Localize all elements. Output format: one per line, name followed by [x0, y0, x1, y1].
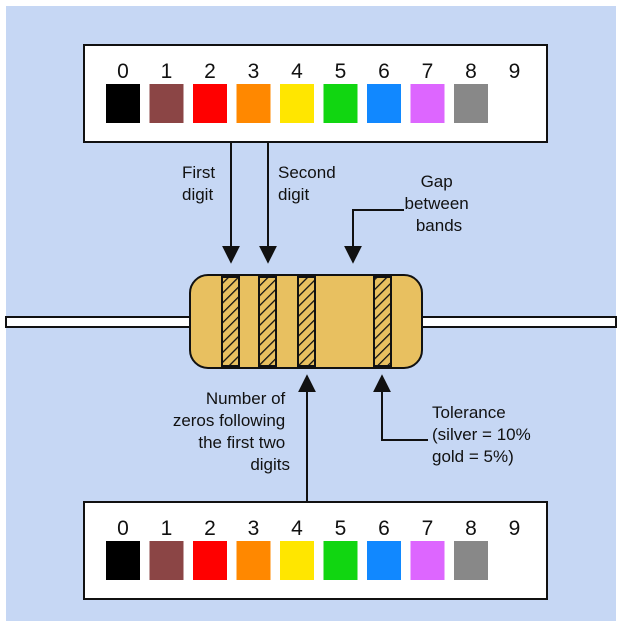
legend-digit-6: 6: [378, 517, 390, 540]
legend-digit-4: 4: [291, 60, 303, 83]
legend-digit-1: 1: [161, 60, 173, 83]
legend-digit-1: 1: [161, 517, 173, 540]
band-first-digit: [221, 276, 240, 367]
gap-arrow: [344, 209, 404, 264]
color-swatch-8: [454, 84, 488, 123]
color-swatch-5: [323, 541, 358, 580]
legend-digit-9: 9: [509, 60, 521, 83]
color-swatch-9: [497, 541, 532, 580]
color-swatch-7: [410, 541, 445, 580]
color-swatch-6: [367, 541, 401, 580]
legend-digit-9: 9: [509, 517, 521, 540]
tolerance-label: Tolerance (silver = 10% gold = 5%): [432, 403, 535, 466]
color-swatch-4: [280, 84, 314, 123]
color-swatch-4: [280, 541, 314, 580]
color-swatch-1: [149, 541, 184, 580]
band-tolerance: [373, 276, 392, 367]
gap-label: Gap between bands: [404, 172, 473, 235]
color-swatch-2: [193, 84, 227, 123]
band-multiplier: [297, 276, 316, 367]
legend-digit-2: 2: [204, 60, 216, 83]
color-swatch-3: [236, 84, 271, 123]
legend-digit-8: 8: [465, 60, 477, 83]
tolerance-arrow: [373, 374, 428, 441]
color-swatch-5: [323, 84, 358, 123]
legend-digit-2: 2: [204, 517, 216, 540]
color-swatch-0: [106, 541, 140, 580]
legend-digit-5: 5: [335, 60, 347, 83]
legend-digit-4: 4: [291, 517, 303, 540]
legend-digit-7: 7: [422, 517, 434, 540]
legend-digit-0: 0: [117, 517, 129, 540]
legend-digit-6: 6: [378, 60, 390, 83]
band-second-digit: [258, 276, 277, 367]
legend-digit-3: 3: [248, 60, 260, 83]
legend-digit-5: 5: [335, 517, 347, 540]
second-digit-label: Second digit: [278, 163, 340, 204]
color-swatch-9: [497, 84, 532, 123]
legend-digit-8: 8: [465, 517, 477, 540]
legend-digit-3: 3: [248, 517, 260, 540]
color-swatch-1: [149, 84, 184, 123]
legend-digit-7: 7: [422, 60, 434, 83]
color-code-legend-top: 0 1 2 3 4 5 6 7 8 9: [83, 44, 548, 143]
color-swatch-2: [193, 541, 227, 580]
zeros-label: Number of zeros following the first two …: [173, 389, 290, 474]
color-swatch-7: [410, 84, 445, 123]
legend-digit-0: 0: [117, 60, 129, 83]
color-swatch-3: [236, 541, 271, 580]
color-swatch-0: [106, 84, 140, 123]
color-swatch-8: [454, 541, 488, 580]
color-code-legend-bottom: 0 1 2 3 4 5 6 7 8 9: [83, 501, 548, 600]
first-digit-label: First digit: [182, 163, 220, 204]
color-swatch-6: [367, 84, 401, 123]
